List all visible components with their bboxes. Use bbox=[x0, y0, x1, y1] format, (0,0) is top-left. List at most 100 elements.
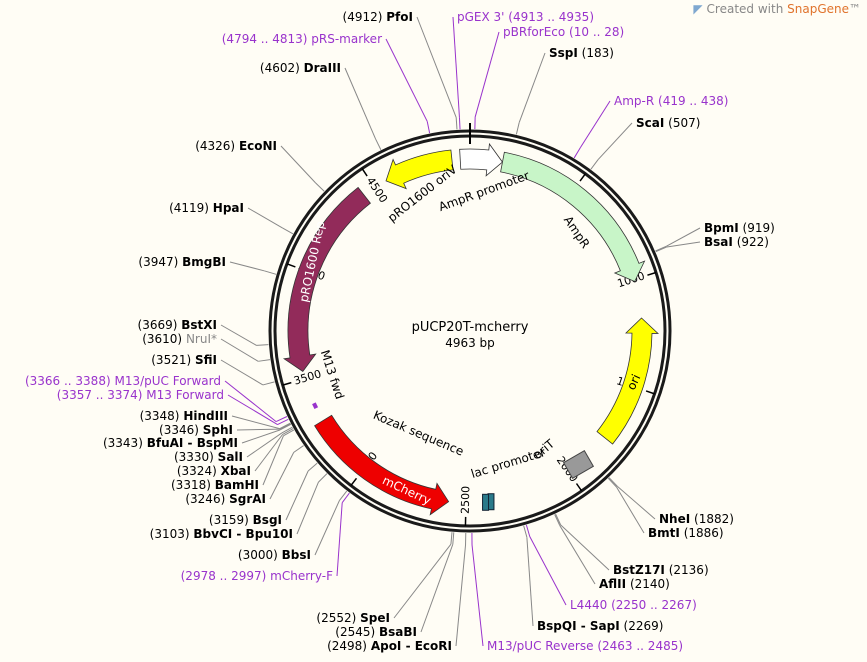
site-position: (4119) bbox=[169, 201, 209, 215]
site-leader-stub bbox=[525, 524, 531, 537]
m13-fwd-primer-mark bbox=[312, 402, 319, 409]
site-leader-line bbox=[229, 261, 265, 272]
site-leader-stub bbox=[655, 245, 667, 252]
site-label: (3669) BstXI bbox=[138, 318, 217, 332]
site-leaders bbox=[220, 16, 701, 647]
site-leader-stub bbox=[608, 477, 618, 487]
site-label: BmtI (1886) bbox=[648, 526, 724, 540]
site-position: (3346) bbox=[159, 423, 199, 437]
site-leader-line bbox=[616, 486, 645, 534]
site-label: pBRforEco (10 .. 28) bbox=[503, 25, 624, 39]
site-leader-stub bbox=[515, 122, 520, 135]
site-leader-stub bbox=[279, 423, 291, 430]
site-name: BmgBI bbox=[182, 255, 226, 269]
site-name: M13/pUC Reverse bbox=[487, 639, 594, 653]
site-label: (3159) BsgI bbox=[209, 513, 282, 527]
site-name: BpmI bbox=[704, 221, 739, 235]
site-name: Amp-R bbox=[614, 94, 654, 108]
site-position: (4794 .. 4813) bbox=[222, 32, 308, 46]
site-label: Amp-R (419 .. 438) bbox=[614, 94, 728, 108]
site-name: BsaI bbox=[704, 235, 733, 249]
site-leader-line bbox=[254, 434, 284, 472]
site-leader-line bbox=[220, 359, 264, 386]
scale-tick-label: 2500 bbox=[459, 486, 473, 514]
site-position: (2250 .. 2267) bbox=[611, 598, 697, 612]
site-label: (3000) BbsI bbox=[238, 548, 311, 562]
site-name: BmtI bbox=[648, 526, 680, 540]
site-name: SfiI bbox=[195, 353, 217, 367]
site-leader-line bbox=[220, 324, 257, 346]
site-leader-stub bbox=[315, 182, 325, 192]
site-leader-stub bbox=[554, 514, 561, 526]
site-label: (3324) XbaI bbox=[177, 464, 251, 478]
site-leader-stub bbox=[262, 381, 275, 386]
site-leader-line bbox=[529, 536, 567, 606]
site-leader-stub bbox=[279, 422, 291, 430]
site-leader-stub bbox=[282, 428, 294, 435]
site-name: ScaI bbox=[636, 116, 664, 130]
site-name: HindIII bbox=[183, 409, 228, 423]
site-name: NruI* bbox=[186, 332, 217, 346]
mcherry-arc bbox=[314, 414, 450, 516]
orit-box bbox=[562, 450, 595, 479]
site-label: (3348) HindIII bbox=[140, 409, 228, 423]
site-position: (507) bbox=[668, 116, 700, 130]
pro1600-oriv-arc bbox=[385, 149, 454, 190]
site-name: BstXI bbox=[181, 318, 217, 332]
site-leader-stub bbox=[375, 138, 382, 150]
ori-arc bbox=[596, 317, 660, 445]
site-leader-stub bbox=[555, 513, 562, 526]
site-leader-line bbox=[526, 537, 534, 627]
site-leader-line bbox=[420, 544, 454, 633]
site-position: (2463 .. 2485) bbox=[597, 639, 683, 653]
ampr-promoter-arc bbox=[459, 142, 504, 177]
site-name: BbsI bbox=[282, 548, 311, 562]
site-name: BamHI bbox=[215, 478, 259, 492]
scale-tick bbox=[575, 483, 583, 492]
site-position: (3246) bbox=[185, 492, 225, 506]
site-leader-stub bbox=[339, 490, 348, 501]
scale-tick-label: 3500 bbox=[292, 367, 323, 387]
site-name: SpeI bbox=[360, 611, 390, 625]
site-name: BsgI bbox=[253, 513, 282, 527]
site-position: (2498) bbox=[327, 639, 367, 653]
site-label: (4794 .. 4813) pRS-marker bbox=[222, 32, 382, 46]
site-name: ApoI - EcoRI bbox=[371, 639, 452, 653]
site-leader-line bbox=[269, 452, 295, 500]
site-leader-line bbox=[224, 380, 277, 422]
credit-brand: SnapGene bbox=[787, 2, 849, 16]
site-label: (3246) SgrAI bbox=[185, 492, 266, 506]
site-label: pGEX 3' (4913 .. 4935) bbox=[457, 10, 594, 24]
site-name: BstZ17I bbox=[613, 563, 665, 577]
site-name: XbaI bbox=[221, 464, 251, 478]
site-position: (3366 .. 3388) bbox=[25, 374, 111, 388]
site-position: (419 .. 438) bbox=[658, 94, 728, 108]
site-leader-stub bbox=[455, 117, 458, 130]
site-position: (4913 .. 4935) bbox=[508, 10, 594, 24]
site-leader-stub bbox=[283, 429, 295, 437]
site-leader-line bbox=[262, 435, 284, 486]
scale-tick bbox=[282, 381, 292, 386]
site-leader-line bbox=[416, 16, 457, 118]
plasmid-size: 4963 bp bbox=[445, 336, 495, 350]
site-label: (3346) SphI bbox=[159, 423, 233, 437]
site-label: (2498) ApoI - EcoRI bbox=[327, 639, 452, 653]
site-name: HpaI bbox=[213, 201, 244, 215]
site-leader-line bbox=[666, 241, 701, 248]
site-name: BsaBI bbox=[379, 625, 417, 639]
site-leader-stub bbox=[281, 426, 293, 434]
site-leader-stub bbox=[275, 416, 288, 423]
site-label: (4326) EcoNI bbox=[195, 139, 277, 153]
site-position: (3669) bbox=[138, 318, 178, 332]
site-leader-line bbox=[559, 525, 596, 585]
site-name: NheI bbox=[659, 512, 690, 526]
site-leader-line bbox=[518, 52, 546, 123]
site-leader-stub bbox=[256, 344, 269, 346]
site-leader-stub bbox=[341, 492, 350, 503]
site-leader-line bbox=[241, 429, 281, 444]
site-leader-line bbox=[344, 67, 377, 140]
site-leader-line bbox=[236, 428, 280, 431]
site-leader-line bbox=[231, 415, 280, 430]
site-position: (2269) bbox=[624, 619, 664, 633]
site-label: M13/pUC Reverse (2463 .. 2485) bbox=[487, 639, 683, 653]
